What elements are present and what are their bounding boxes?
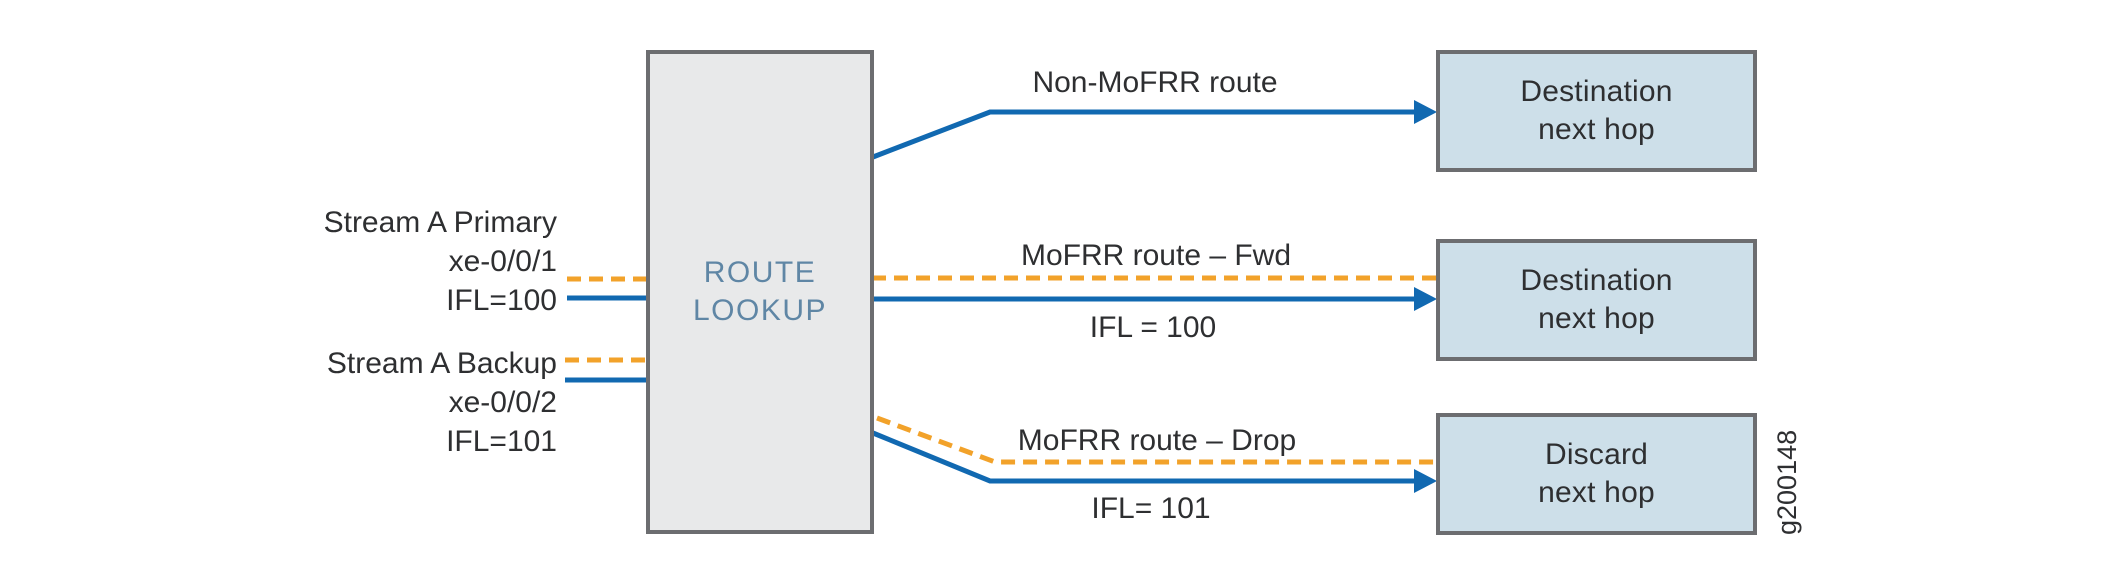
route-lookup-label-line2: LOOKUP (692, 294, 828, 327)
destination-next-hop-line1: Destination (1520, 75, 1673, 108)
mofrr-fwd-route-label: MoFRR route – Fwd (1020, 239, 1292, 272)
stream-a-primary-interface: xe-0/0/1 (448, 245, 557, 278)
non-mofrr-arrowhead (1414, 100, 1437, 124)
discard-next-hop-line2: next hop (1538, 476, 1655, 509)
mofrr-drop-arrowhead (1414, 469, 1437, 493)
stream-a-backup-interface: xe-0/0/2 (448, 386, 557, 419)
stream-a-primary-name: Stream A Primary (323, 206, 557, 239)
stream-a-backup-label-block: Stream A Backup xe-0/0/2 IFL=101 (327, 344, 557, 461)
figure-id-label: g200148 (1772, 429, 1802, 535)
destination-next-hop-box-non-mofrr: Destination next hop (1436, 50, 1757, 172)
discard-next-hop-box: Discard next hop (1436, 413, 1757, 535)
stream-a-backup-ifl: IFL=101 (446, 425, 557, 458)
non-mofrr-route-label: Non-MoFRR route (1032, 66, 1278, 99)
mofrr-drop-route-label: MoFRR route – Drop (1017, 424, 1297, 457)
destination-next-hop-line2: next hop (1538, 113, 1655, 146)
mofrr-fwd-arrowhead (1414, 287, 1437, 311)
destination-next-hop-box-fwd: Destination next hop (1436, 239, 1757, 361)
mofrr-drop-backup-line (876, 415, 1436, 465)
stream-a-backup-name: Stream A Backup (326, 347, 557, 380)
discard-next-hop-line1: Discard (1544, 438, 1649, 471)
destination-next-hop-line1: Destination (1520, 264, 1673, 297)
mofrr-drop-active-line (872, 430, 1420, 484)
route-lookup-box: ROUTE LOOKUP (646, 50, 874, 534)
mofrr-fwd-ifl-label: IFL = 100 (1089, 311, 1217, 344)
non-mofrr-route-line (872, 109, 1420, 160)
route-lookup-label-line1: ROUTE (703, 256, 817, 289)
stream-a-primary-label-block: Stream A Primary xe-0/0/1 IFL=100 (324, 203, 557, 320)
mofrr-drop-ifl-label: IFL= 101 (1091, 492, 1211, 525)
destination-next-hop-line2: next hop (1538, 302, 1655, 335)
stream-a-primary-ifl: IFL=100 (446, 284, 557, 317)
